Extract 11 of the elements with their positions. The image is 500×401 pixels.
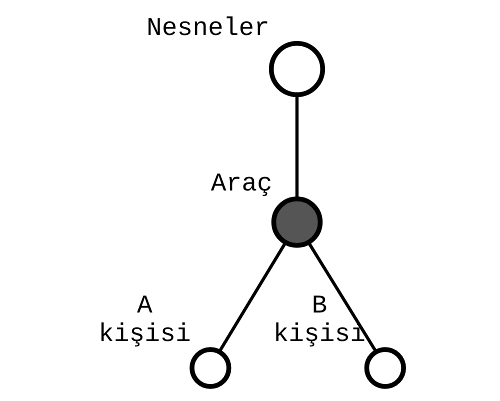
node-circle [189,347,231,389]
node-circle [268,41,325,98]
node-label: Nesneler [146,14,270,44]
connector [306,242,377,352]
node-label: A kişisi [98,291,190,350]
connector [294,94,298,198]
node-label: B kişisi [272,291,366,350]
node-circle [270,196,322,248]
node-circle [364,347,406,389]
node-label: Araç [210,170,272,199]
connector [217,242,286,353]
